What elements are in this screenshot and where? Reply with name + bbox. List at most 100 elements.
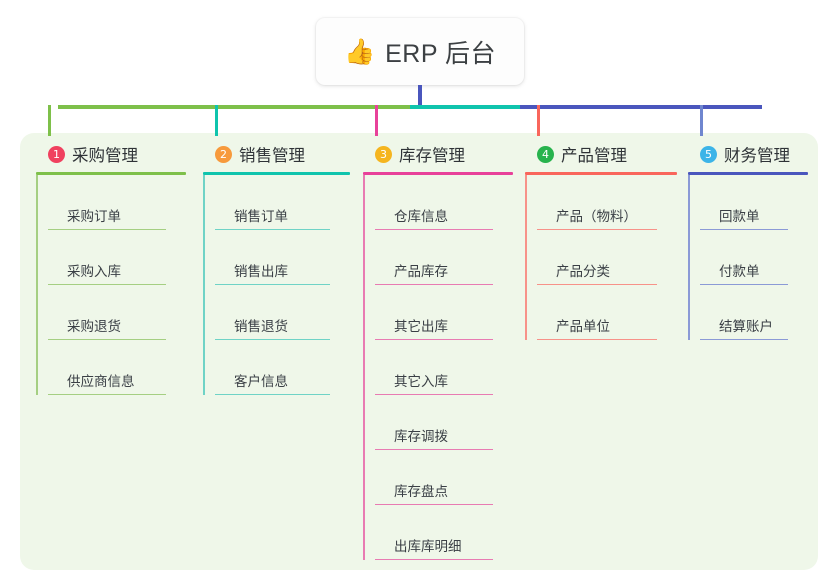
leaf-item-label: 其它入库 bbox=[394, 374, 448, 389]
column-rule-5 bbox=[688, 172, 808, 175]
column-rule-1 bbox=[36, 172, 186, 175]
column-title: 采购管理 bbox=[72, 147, 138, 165]
column-badge-5: 5 bbox=[700, 145, 717, 163]
leaf-item-label: 客户信息 bbox=[234, 374, 288, 389]
leaf-item[interactable]: 采购订单 bbox=[48, 175, 186, 230]
leaf-item[interactable]: 采购入库 bbox=[48, 230, 186, 285]
column-rule-4 bbox=[525, 172, 677, 175]
column-spine-1 bbox=[36, 175, 38, 395]
column-spine-3 bbox=[363, 175, 365, 560]
column-rule-2 bbox=[203, 172, 350, 175]
leaf-item-label: 产品（物料） bbox=[556, 209, 637, 224]
leaf-item-label: 产品库存 bbox=[394, 264, 448, 279]
leaf-item[interactable]: 客户信息 bbox=[215, 340, 350, 395]
drop-connector-4 bbox=[537, 105, 540, 136]
leaf-item-rule bbox=[700, 228, 788, 230]
leaf-item-label: 采购退货 bbox=[67, 319, 121, 334]
leaf-item-rule bbox=[375, 558, 493, 560]
leaf-item-rule bbox=[700, 283, 788, 285]
column-header-1[interactable]: 1 采购管理 bbox=[36, 142, 186, 166]
leaf-list-1: 采购订单采购入库采购退货供应商信息 bbox=[36, 175, 186, 395]
leaf-item[interactable]: 库存盘点 bbox=[375, 450, 513, 505]
leaf-item-label: 结算账户 bbox=[719, 319, 773, 334]
leaf-item[interactable]: 采购退货 bbox=[48, 285, 186, 340]
leaf-item-label: 仓库信息 bbox=[394, 209, 448, 224]
leaf-item[interactable]: 其它入库 bbox=[375, 340, 513, 395]
leaf-item[interactable]: 仓库信息 bbox=[375, 175, 513, 230]
drop-connector-1 bbox=[48, 105, 51, 136]
leaf-item-label: 供应商信息 bbox=[67, 374, 135, 389]
leaf-item-rule bbox=[48, 283, 166, 285]
column-rule-3 bbox=[363, 172, 513, 175]
leaf-item[interactable]: 库存调拨 bbox=[375, 395, 513, 450]
column-title: 财务管理 bbox=[724, 147, 790, 165]
leaf-item-rule bbox=[537, 283, 657, 285]
leaf-item-label: 出库库明细 bbox=[394, 539, 462, 554]
leaf-item[interactable]: 产品（物料） bbox=[537, 175, 677, 230]
leaf-item-label: 销售出库 bbox=[234, 264, 288, 279]
leaf-item-rule bbox=[700, 338, 788, 340]
leaf-list-3: 仓库信息产品库存其它出库其它入库库存调拨库存盘点出库库明细 bbox=[363, 175, 513, 560]
leaf-item-rule bbox=[375, 338, 493, 340]
leaf-item-rule bbox=[48, 393, 166, 395]
column-badge-4: 4 bbox=[537, 145, 554, 163]
leaf-item-rule bbox=[375, 503, 493, 505]
leaf-item[interactable]: 出库库明细 bbox=[375, 505, 513, 560]
leaf-item-rule bbox=[48, 228, 166, 230]
leaf-item-label: 回款单 bbox=[719, 209, 760, 224]
leaf-item[interactable]: 产品单位 bbox=[537, 285, 677, 340]
drop-connector-3 bbox=[375, 105, 378, 136]
leaf-list-2: 销售订单销售出库销售退货客户信息 bbox=[203, 175, 350, 395]
leaf-item-label: 付款单 bbox=[719, 264, 760, 279]
leaf-item-label: 库存调拨 bbox=[394, 429, 448, 444]
leaf-item[interactable]: 供应商信息 bbox=[48, 340, 186, 395]
leaf-item-rule bbox=[375, 228, 493, 230]
root-node[interactable]: 👍 ERP 后台 bbox=[316, 18, 524, 85]
leaf-item-label: 其它出库 bbox=[394, 319, 448, 334]
leaf-item[interactable]: 回款单 bbox=[700, 175, 808, 230]
leaf-item-rule bbox=[375, 283, 493, 285]
column-badge-3: 3 bbox=[375, 145, 392, 163]
column-header-5[interactable]: 5 财务管理 bbox=[688, 142, 808, 166]
column-badge-2: 2 bbox=[215, 145, 232, 163]
leaf-item[interactable]: 付款单 bbox=[700, 230, 808, 285]
leaf-item-label: 产品单位 bbox=[556, 319, 610, 334]
leaf-item-label: 采购订单 bbox=[67, 209, 121, 224]
leaf-item[interactable]: 其它出库 bbox=[375, 285, 513, 340]
leaf-list-4: 产品（物料） 产品分类产品单位 bbox=[525, 175, 677, 340]
column-1: 1 采购管理采购订单采购入库采购退货供应商信息 bbox=[36, 142, 186, 395]
bus-connector-green bbox=[58, 105, 410, 109]
column-badge-1: 1 bbox=[48, 145, 65, 163]
leaf-item[interactable]: 结算账户 bbox=[700, 285, 808, 340]
leaf-item-label: 销售订单 bbox=[234, 209, 288, 224]
root-stem-connector bbox=[418, 85, 422, 108]
leaf-item-rule bbox=[375, 393, 493, 395]
column-header-2[interactable]: 2 销售管理 bbox=[203, 142, 350, 166]
drop-connector-2 bbox=[215, 105, 218, 136]
leaf-item-rule bbox=[537, 338, 657, 340]
leaf-item-label: 产品分类 bbox=[556, 264, 610, 279]
leaf-item[interactable]: 产品分类 bbox=[537, 230, 677, 285]
column-spine-5 bbox=[688, 175, 690, 340]
leaf-item[interactable]: 销售退货 bbox=[215, 285, 350, 340]
column-spine-2 bbox=[203, 175, 205, 395]
leaf-item-rule bbox=[48, 338, 166, 340]
leaf-item[interactable]: 产品库存 bbox=[375, 230, 513, 285]
leaf-item[interactable]: 销售出库 bbox=[215, 230, 350, 285]
leaf-item-rule bbox=[537, 228, 657, 230]
column-5: 5 财务管理回款单付款单结算账户 bbox=[688, 142, 808, 340]
column-2: 2 销售管理销售订单销售出库销售退货客户信息 bbox=[203, 142, 350, 395]
bus-connector-indigo bbox=[418, 105, 762, 109]
leaf-item-rule bbox=[375, 448, 493, 450]
thumbs-up-icon: 👍 bbox=[343, 38, 376, 66]
drop-connector-5 bbox=[700, 105, 703, 136]
leaf-list-5: 回款单付款单结算账户 bbox=[688, 175, 808, 340]
leaf-item[interactable]: 销售订单 bbox=[215, 175, 350, 230]
root-title: ERP 后台 bbox=[385, 39, 497, 68]
column-title: 销售管理 bbox=[239, 147, 305, 165]
leaf-item-rule bbox=[215, 283, 330, 285]
